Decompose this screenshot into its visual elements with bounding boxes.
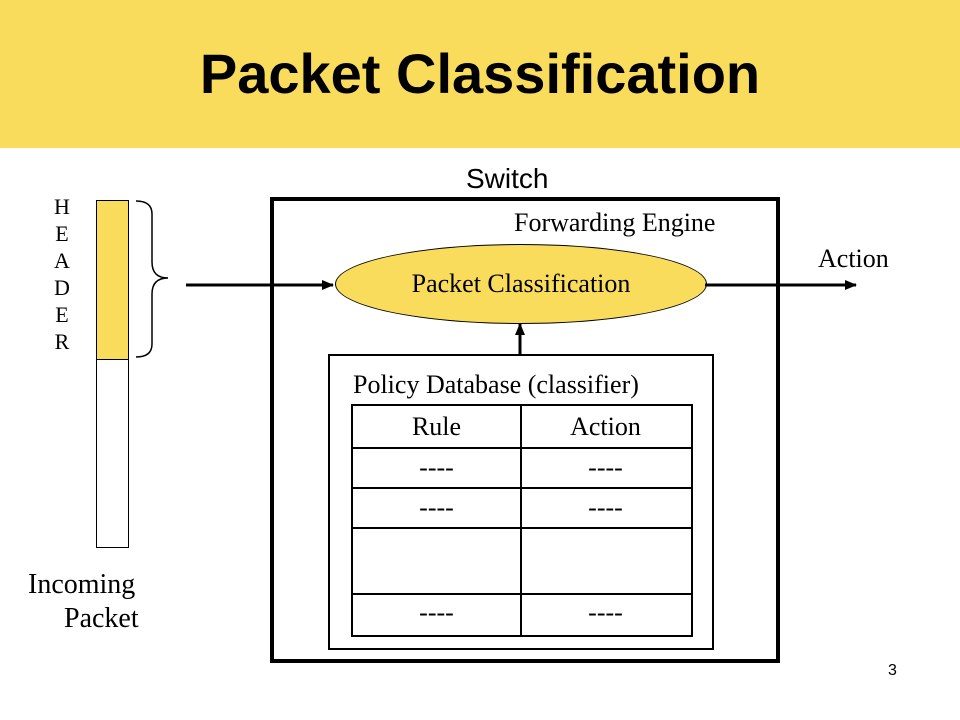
packet-header-section: [97, 201, 128, 360]
slide-title: Packet Classification: [199, 42, 761, 105]
table-row-divider: [353, 527, 691, 529]
table-cell: ----: [419, 598, 454, 627]
table-cell: ----: [588, 598, 623, 627]
packet-classification-label: Packet Classification: [411, 269, 631, 298]
header-brace: [135, 200, 169, 358]
table-cell: ----: [419, 453, 454, 482]
table-header-action: Action: [570, 412, 641, 441]
table-header-rule: Rule: [411, 412, 462, 441]
header-letter: R: [54, 329, 70, 354]
incoming-packet-label: Incoming Packet: [28, 568, 178, 636]
table-row-divider: [353, 593, 691, 595]
title-band: [0, 0, 960, 148]
table-row-divider: [353, 487, 691, 489]
policy-database-label: Policy Database (classifier): [353, 370, 639, 399]
table-cell: ----: [419, 493, 454, 522]
table-cell: ----: [588, 453, 623, 482]
header-letter: E: [55, 302, 69, 327]
header-letters: H E A D E R: [50, 193, 74, 355]
incoming-packet-bar: [96, 200, 129, 548]
incoming-packet-line1: Incoming: [28, 569, 136, 600]
table-cell: ----: [588, 493, 623, 522]
rule-table: Rule Action ---- ---- ---- ---- ---- ---…: [351, 404, 693, 637]
header-letter: H: [54, 194, 70, 219]
header-letter: D: [54, 275, 70, 300]
switch-label: Switch: [466, 163, 549, 194]
incoming-packet-line2: Packet: [64, 603, 139, 634]
packet-classification-node: Packet Classification: [335, 244, 707, 324]
action-output-label: Action: [818, 244, 889, 273]
header-letter: A: [54, 248, 70, 273]
forwarding-engine-label: Forwarding Engine: [514, 208, 716, 237]
table-row-divider: [353, 447, 691, 449]
header-letter: E: [55, 221, 69, 246]
page-number: 3: [888, 662, 897, 679]
table-column-divider: [520, 406, 522, 635]
